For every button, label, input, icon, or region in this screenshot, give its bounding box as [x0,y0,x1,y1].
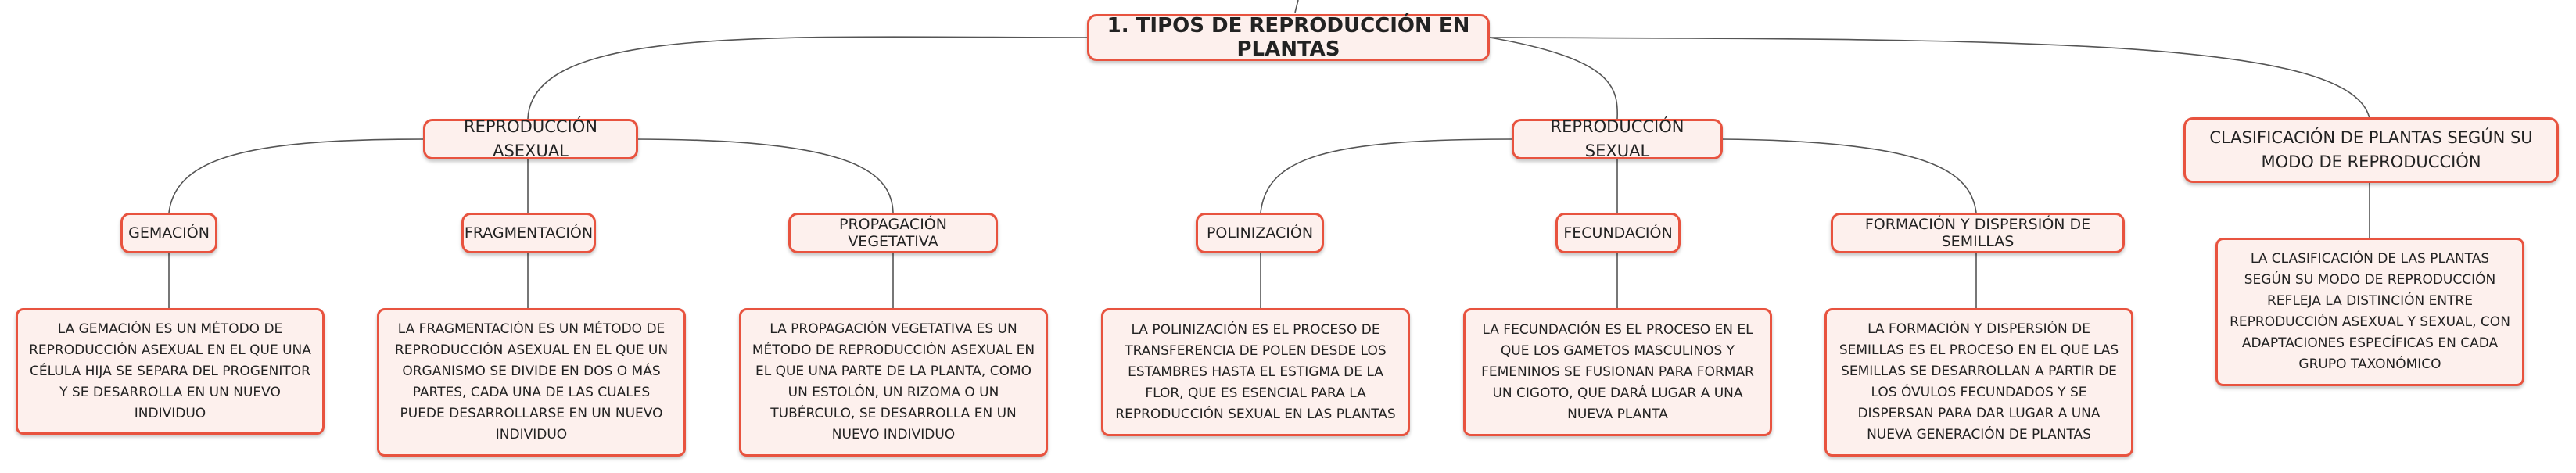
semillas-description: LA FORMACIÓN Y DISPERSIÓN DE SEMILLAS ES… [1824,308,2133,457]
polinizacion-description: LA POLINIZACIÓN ES EL PROCESO DE TRANSFE… [1101,308,1410,436]
clasificacion-node[interactable]: CLASIFICACIÓN DE PLANTAS SEGÚN SU MODO D… [2183,117,2559,183]
gemacion-desc-text: LA GEMACIÓN ES UN MÉTODO DE REPRODUCCIÓN… [29,321,311,421]
fragmentacion-label: FRAGMENTACIÓN [464,224,594,242]
gemacion-description: LA GEMACIÓN ES UN MÉTODO DE REPRODUCCIÓN… [16,308,325,435]
clasificacion-desc-text: LA CLASIFICACIÓN DE LAS PLANTAS SEGÚN SU… [2230,251,2510,372]
gemacion-node[interactable]: GEMACIÓN [120,213,217,253]
fecundacion-node[interactable]: FECUNDACIÓN [1555,213,1681,253]
fecundacion-desc-text: LA FECUNDACIÓN ES EL PROCESO EN EL QUE L… [1481,321,1754,422]
clasificacion-description: LA CLASIFICACIÓN DE LAS PLANTAS SEGÚN SU… [2215,238,2524,386]
fragmentacion-desc-text: LA FRAGMENTACIÓN ES UN MÉTODO DE REPRODU… [394,321,669,443]
semillas-node[interactable]: FORMACIÓN Y DISPERSIÓN DE SEMILLAS [1831,213,2125,253]
semillas-label: FORMACIÓN Y DISPERSIÓN DE SEMILLAS [1864,216,2091,250]
asexual-node[interactable]: REPRODUCCIÓN ASEXUAL [423,117,638,160]
propagacion-label: PROPAGACIÓN VEGETATIVA [839,216,947,250]
clasificacion-label: CLASIFICACIÓN DE PLANTAS SEGÚN SU MODO D… [2209,128,2533,171]
propagacion-desc-text: LA PROPAGACIÓN VEGETATIVA ES UN MÉTODO D… [752,321,1035,443]
sexual-label: REPRODUCCIÓN SEXUAL [1550,117,1684,160]
sexual-node[interactable]: REPRODUCCIÓN SEXUAL [1512,117,1723,160]
fragmentacion-description: LA FRAGMENTACIÓN ES UN MÉTODO DE REPRODU… [377,308,686,457]
root-node[interactable]: 1. TIPOS DE REPRODUCCIÓN EN PLANTAS [1087,14,1490,61]
propagacion-description: LA PROPAGACIÓN VEGETATIVA ES UN MÉTODO D… [739,308,1048,457]
fecundacion-label: FECUNDACIÓN [1563,224,1673,242]
fecundacion-description: LA FECUNDACIÓN ES EL PROCESO EN EL QUE L… [1463,308,1772,436]
propagacion-node[interactable]: PROPAGACIÓN VEGETATIVA [788,213,998,253]
semillas-desc-text: LA FORMACIÓN Y DISPERSIÓN DE SEMILLAS ES… [1839,321,2119,443]
polinizacion-label: POLINIZACIÓN [1206,224,1314,242]
fragmentacion-node[interactable]: FRAGMENTACIÓN [461,213,596,253]
asexual-label: REPRODUCCIÓN ASEXUAL [464,117,597,160]
root-title: 1. TIPOS DE REPRODUCCIÓN EN PLANTAS [1107,14,1470,61]
polinizacion-desc-text: LA POLINIZACIÓN ES EL PROCESO DE TRANSFE… [1115,321,1396,422]
polinizacion-node[interactable]: POLINIZACIÓN [1196,213,1324,253]
gemacion-label: GEMACIÓN [128,224,210,242]
